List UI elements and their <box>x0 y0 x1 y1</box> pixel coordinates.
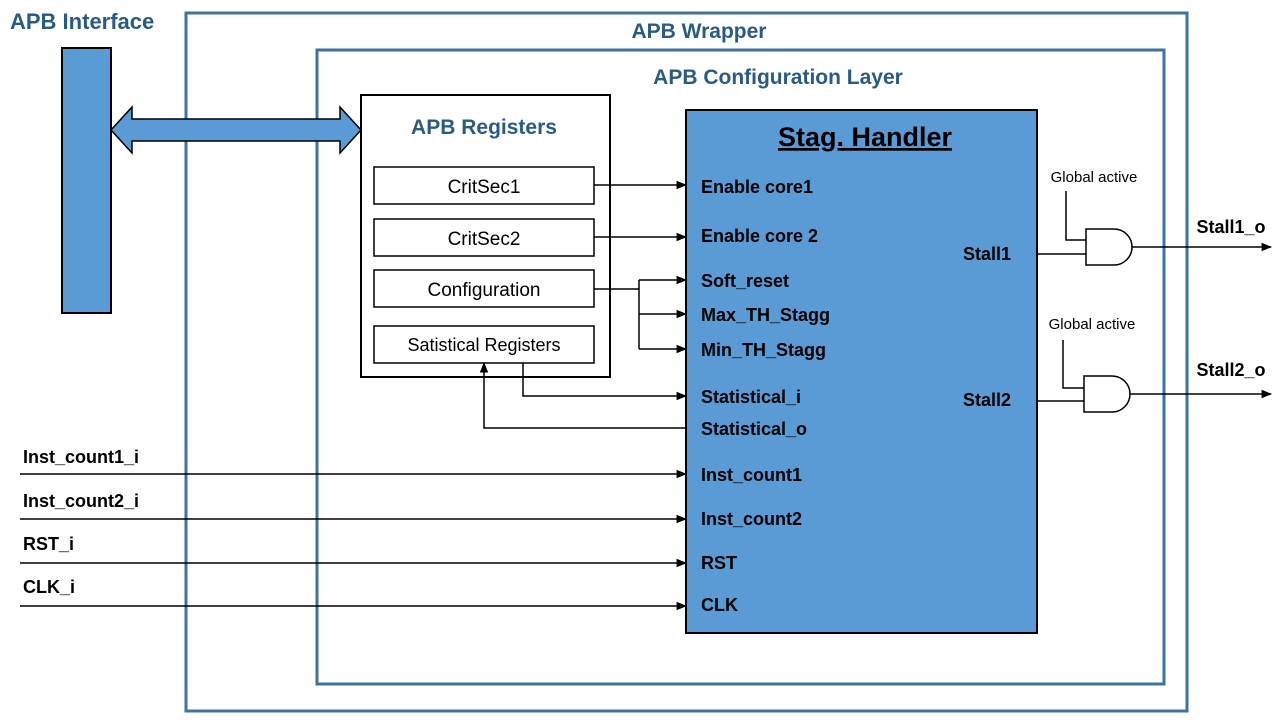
configuration-label: Configuration <box>427 280 540 301</box>
critsec1-register <box>373 166 595 205</box>
apb-interface-title: APB Interface <box>10 9 154 34</box>
port-enable-core2: Enable core 2 <box>701 226 818 246</box>
configuration-register <box>373 269 595 308</box>
input-clk-label: CLK_i <box>23 577 75 597</box>
port-inst-count1: Inst_count1 <box>701 465 802 485</box>
port-enable-core1: Enable core1 <box>701 177 813 197</box>
global-active-1-label: Global active <box>1051 169 1138 186</box>
port-clk: CLK <box>701 595 738 615</box>
wire-statistical-out <box>479 361 686 429</box>
stag-handler-box <box>685 109 1038 634</box>
stag-handler-title: Stag. Handler <box>778 122 953 152</box>
port-statistical-i: Statistical_i <box>701 387 801 407</box>
apb-interface-bar <box>61 47 112 314</box>
wire-global-active-1 <box>1065 191 1086 241</box>
apb-wrapper-title: APB Wrapper <box>632 20 767 43</box>
port-stall1: Stall1 <box>963 244 1011 264</box>
apb-wrapper-box <box>184 11 1189 713</box>
and-gate-2 <box>1083 375 1131 413</box>
wire-statistical-in <box>522 363 688 401</box>
and-gate-1 <box>1085 228 1133 266</box>
port-soft-reset: Soft_reset <box>701 271 789 291</box>
port-min-th: Min_TH_Stagg <box>701 340 826 360</box>
global-active-2-label: Global active <box>1049 316 1136 333</box>
critsec2-register <box>373 218 595 257</box>
input-inst-count2-label: Inst_count2_i <box>23 491 139 511</box>
apb-registers-title: APB Registers <box>411 116 557 139</box>
port-rst: RST <box>701 553 737 573</box>
wire-global-active-2 <box>1062 340 1084 389</box>
statistical-register <box>373 325 595 364</box>
port-statistical-o: Statistical_o <box>701 419 807 439</box>
critsec1-label: CritSec1 <box>448 177 521 198</box>
apb-config-layer-title: APB Configuration Layer <box>653 66 903 89</box>
output-stall2-label: Stall2_o <box>1196 360 1265 380</box>
port-max-th: Max_TH_Stagg <box>701 305 830 325</box>
input-inst-count1-label: Inst_count1_i <box>23 447 139 467</box>
critsec2-label: CritSec2 <box>448 229 521 250</box>
statistical-register-label: Satistical Registers <box>407 335 560 355</box>
apb-config-layer-box <box>315 48 1166 686</box>
input-rst-label: RST_i <box>23 534 74 554</box>
output-stall1-label: Stall1_o <box>1196 217 1265 237</box>
port-inst-count2: Inst_count2 <box>701 509 802 529</box>
apb-bus-double-arrow <box>109 105 363 155</box>
port-stall2: Stall2 <box>963 390 1011 410</box>
